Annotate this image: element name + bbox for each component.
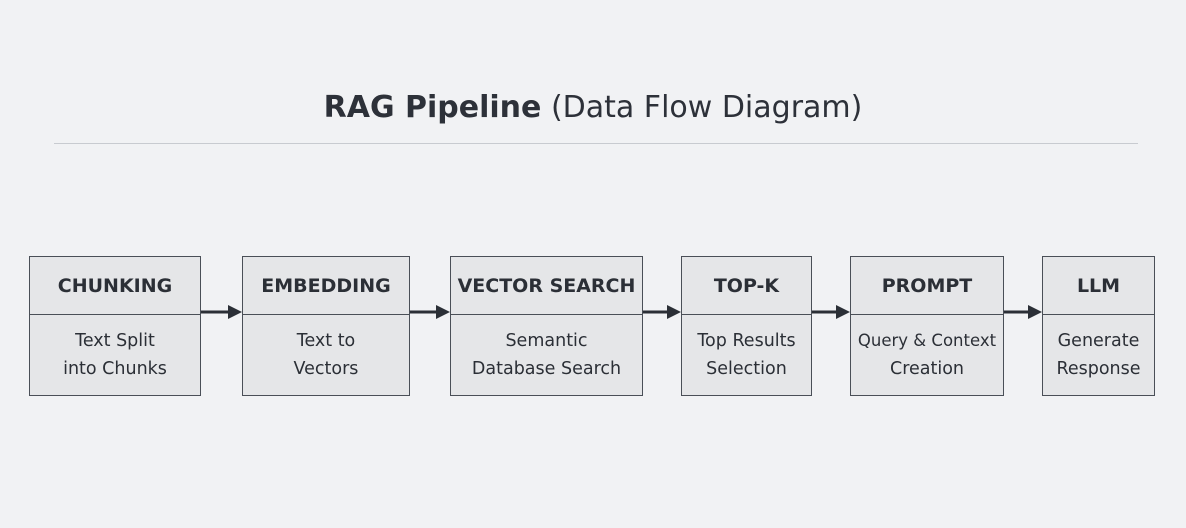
node-description: Query & Context Creation bbox=[851, 315, 1003, 395]
node-heading: VECTOR SEARCH bbox=[451, 257, 642, 315]
node-heading: TOP-K bbox=[682, 257, 811, 315]
node-description-line: Query & Context bbox=[857, 331, 997, 350]
node-heading: CHUNKING bbox=[30, 257, 200, 315]
node-description-line: Response bbox=[1056, 359, 1141, 379]
node-description-line: Semantic bbox=[505, 331, 588, 351]
arrow-vector-search-to-top-k bbox=[643, 304, 681, 320]
node-embedding: EMBEDDING Text to Vectors bbox=[242, 256, 410, 396]
diagram-title-subtitle: (Data Flow Diagram) bbox=[550, 90, 863, 125]
node-top-k: TOP-K Top Results Selection bbox=[681, 256, 812, 396]
node-description-line: Text Split bbox=[75, 331, 155, 351]
node-description-line: Top Results bbox=[697, 331, 796, 351]
node-description-line: Database Search bbox=[471, 359, 622, 379]
diagram-title: RAG Pipeline (Data Flow Diagram) bbox=[0, 86, 1186, 130]
node-description: Text Split into Chunks bbox=[30, 315, 200, 395]
node-description: Top Results Selection bbox=[682, 315, 811, 395]
node-heading: EMBEDDING bbox=[243, 257, 409, 315]
node-description-line: Generate bbox=[1057, 331, 1140, 351]
node-heading: PROMPT bbox=[851, 257, 1003, 315]
node-description: Semantic Database Search bbox=[451, 315, 642, 395]
arrow-prompt-to-llm bbox=[1004, 304, 1042, 320]
node-description-line: Vectors bbox=[293, 359, 359, 379]
node-description-line: Selection bbox=[706, 359, 787, 379]
node-description-line: Creation bbox=[889, 359, 965, 379]
arrow-chunking-to-embedding bbox=[201, 304, 242, 320]
node-description: Text to Vectors bbox=[243, 315, 409, 395]
node-description: Generate Response bbox=[1043, 315, 1154, 395]
node-vector-search: VECTOR SEARCH Semantic Database Search bbox=[450, 256, 643, 396]
node-chunking: CHUNKING Text Split into Chunks bbox=[29, 256, 201, 396]
node-heading: LLM bbox=[1043, 257, 1154, 315]
node-description-line: into Chunks bbox=[63, 359, 167, 379]
node-llm: LLM Generate Response bbox=[1042, 256, 1155, 396]
arrow-embedding-to-vector-search bbox=[410, 304, 450, 320]
node-description-line: Text to bbox=[296, 331, 356, 351]
diagram-title-main: RAG Pipeline bbox=[323, 90, 542, 125]
title-divider bbox=[54, 143, 1138, 144]
node-prompt: PROMPT Query & Context Creation bbox=[850, 256, 1004, 396]
arrow-top-k-to-prompt bbox=[812, 304, 850, 320]
